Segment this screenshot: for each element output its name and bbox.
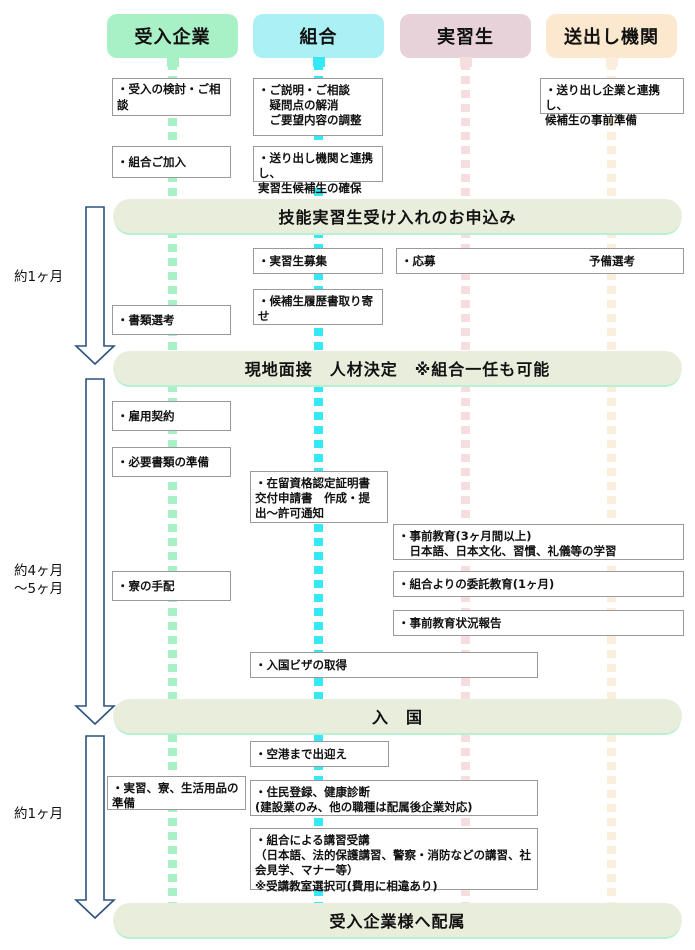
- duration-label-2: 約4ヶ月 ～5ヶ月: [14, 563, 64, 598]
- column-header-company-tail: [166, 57, 179, 67]
- process-box-partner-prep-sending[interactable]: ・送り出し企業と連携し、 候補生の事前準備: [540, 78, 684, 127]
- column-header-union-tail: [312, 57, 325, 67]
- column-header-company-label: 受入企業: [134, 27, 211, 48]
- banner-local-interview: 現地面接 人材決定 ※組合一任も可能: [113, 351, 682, 385]
- process-box-recruit-trainees-union[interactable]: ・実習生募集: [253, 248, 383, 274]
- column-header-union-label: 組合: [299, 27, 338, 48]
- column-header-trainee-tail: [459, 57, 472, 67]
- banner-entry: 入 国: [113, 699, 682, 733]
- column-header-sending-tail: [605, 57, 618, 67]
- duration-arrow-2: [74, 378, 116, 726]
- process-box-pretraining-report-trainee[interactable]: ・事前教育状況報告: [393, 610, 684, 636]
- process-box-apply-prescreen-trainee[interactable]: ・応募 予備選考: [396, 248, 684, 274]
- column-header-sending-label: 送出し機関: [564, 27, 659, 48]
- process-box-pretraining-trainee[interactable]: ・事前教育(3ヶ月間以上) 日本語、日本文化、習慣、礼儀等の学習: [393, 524, 684, 560]
- duration-arrow-1: [74, 206, 116, 366]
- process-box-explanation-union[interactable]: ・ご説明・ご相談 疑問点の解消 ご要望内容の調整: [253, 78, 383, 136]
- process-box-consult-company[interactable]: ・受入の検討・ご相談: [112, 78, 231, 116]
- lane-line-company: [168, 62, 177, 942]
- duration-label-1: 約1ヶ月: [14, 269, 64, 285]
- process-box-doc-screening-company[interactable]: ・書類選考: [112, 305, 231, 335]
- process-box-employment-contract-company[interactable]: ・雇用契約: [112, 401, 231, 431]
- process-box-join-union-company[interactable]: ・組合ご加入: [112, 146, 231, 178]
- process-box-life-prep-company[interactable]: ・実習、寮、生活用品の 準備: [107, 776, 246, 810]
- process-box-dorm-arrangement-company[interactable]: ・寮の手配: [112, 571, 231, 601]
- process-box-registration-health-union[interactable]: ・住民登録、健康診断 (建設業のみ、他の職種は配属後企業対応): [250, 780, 538, 816]
- column-header-union: 組合: [253, 14, 384, 67]
- process-box-apply-label: ・応募: [401, 253, 436, 268]
- process-box-coe-application-union[interactable]: ・在留資格認定証明書 交付申請書 作成・提 出～許可通知: [250, 471, 388, 523]
- process-box-union-training-union[interactable]: ・組合による講習受講 （日本語、法的保護講習、警察・消防などの講習、社 会見学、…: [250, 828, 538, 893]
- process-box-prescreen-label: 予備選考: [589, 253, 635, 268]
- banner-assignment: 受入企業様へ配属: [113, 903, 682, 937]
- duration-label-3: 約1ヶ月: [14, 806, 64, 822]
- duration-arrow-3: [74, 735, 116, 920]
- process-box-resume-request-union[interactable]: ・候補生履歴書取り寄 せ: [253, 289, 383, 325]
- process-box-entry-visa-union[interactable]: ・入国ビザの取得: [250, 652, 538, 678]
- column-header-trainee-label: 実習生: [437, 27, 494, 48]
- column-header-sending: 送出し機関: [546, 14, 677, 67]
- banner-application: 技能実習生受け入れのお申込み: [113, 199, 682, 233]
- process-box-secure-candidates-union[interactable]: ・送り出し機関と連携し、 実習生候補生の確保: [253, 146, 383, 195]
- process-box-airport-pickup-union[interactable]: ・空港まで出迎え: [250, 741, 389, 767]
- column-header-trainee: 実習生: [400, 14, 531, 67]
- process-box-commissioned-education-trainee[interactable]: ・組合よりの委託教育(1ヶ月): [393, 571, 684, 597]
- lane-line-sending: [607, 62, 616, 942]
- column-header-company: 受入企業: [107, 14, 238, 67]
- process-box-prepare-docs-company[interactable]: ・必要書類の準備: [112, 447, 231, 477]
- lane-line-trainee: [461, 62, 470, 942]
